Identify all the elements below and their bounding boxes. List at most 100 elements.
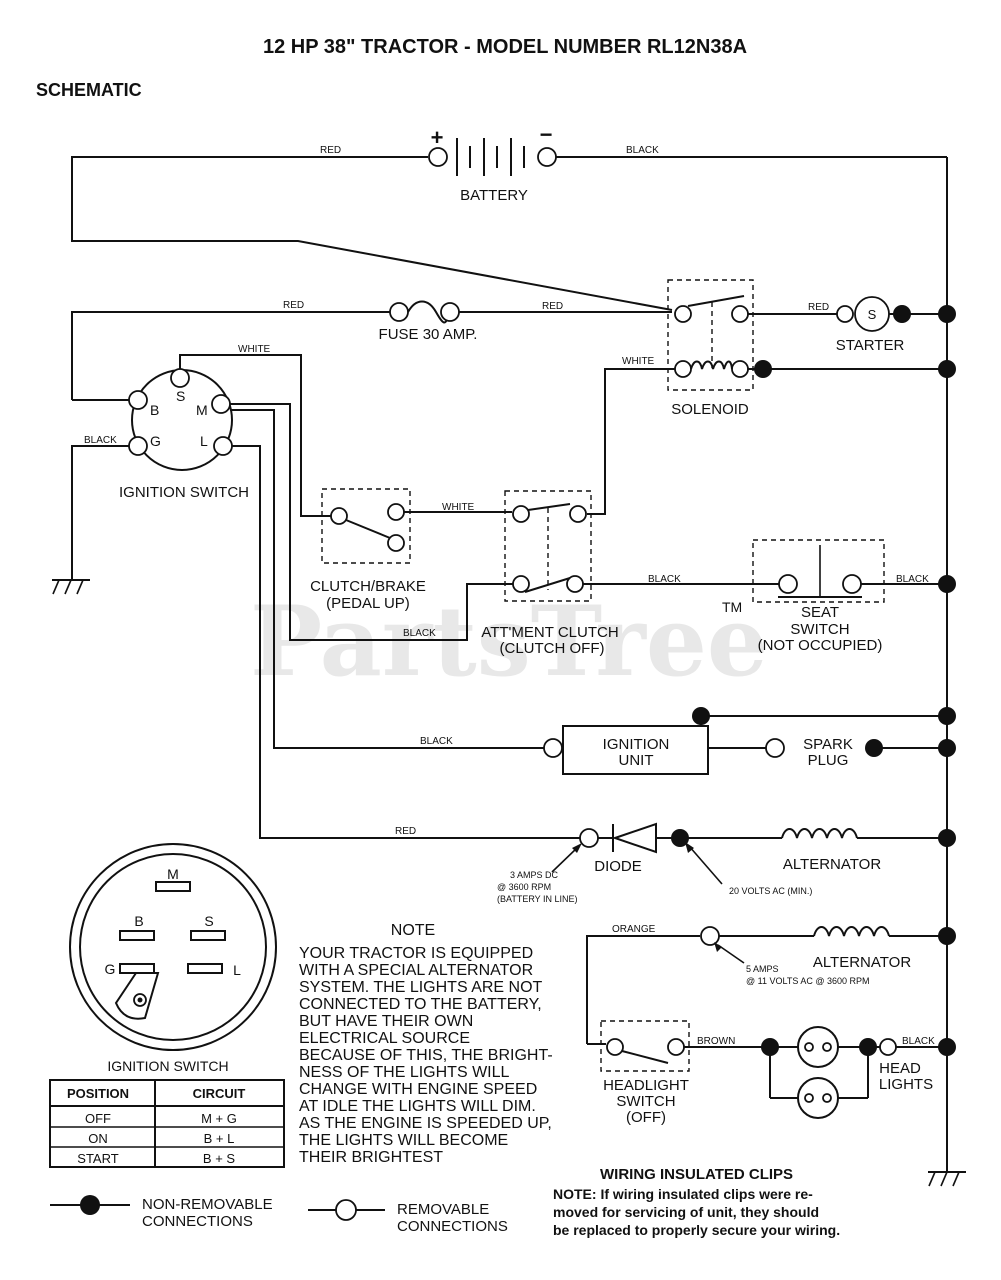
wire-label-white-solenoid: WHITE	[622, 356, 655, 367]
head-lights	[761, 1026, 877, 1119]
alternator-2-note-1: 5 AMPS	[746, 964, 779, 974]
legend-removable-2: CONNECTIONS	[397, 1218, 508, 1235]
seat-switch-label-3: (NOT OCCUPIED)	[758, 637, 883, 654]
note-heading: NOTE	[391, 922, 435, 939]
wire-label-black-battery: BLACK	[626, 145, 659, 156]
legend-removable-1: REMOVABLE	[397, 1201, 489, 1218]
alternator-1-note: 20 VOLTS AC (MIN.)	[729, 886, 812, 896]
note-line: THE LIGHTS WILL BECOME	[299, 1132, 508, 1149]
table-header-position: POSITION	[67, 1086, 129, 1101]
clutch-brake-label-1: CLUTCH/BRAKE	[310, 578, 426, 595]
table-cell: B + L	[204, 1131, 235, 1146]
battery-plus: +	[431, 125, 444, 150]
solenoid	[667, 279, 754, 391]
ignition-switch: S B M G L	[128, 368, 233, 471]
battery-positive-terminal	[428, 147, 448, 167]
legend: NON-REMOVABLE CONNECTIONS REMOVABLE CONN…	[50, 1195, 508, 1235]
seat-switch-label-1: SEAT	[801, 604, 839, 621]
table-cell: M + G	[201, 1111, 237, 1126]
note-line: AT IDLE THE LIGHTS WILL DIM.	[299, 1098, 536, 1115]
headlight-switch-label-2: SWITCH	[616, 1093, 675, 1110]
terminal-m: M	[196, 402, 208, 418]
note-line: CONNECTED TO THE BATTERY,	[299, 996, 542, 1013]
table-cell: OFF	[85, 1111, 111, 1126]
note-line: BUT HAVE THEIR OWN	[299, 1013, 473, 1030]
table-cell: B + S	[203, 1151, 235, 1166]
headlight-switch-label-3: (OFF)	[626, 1109, 666, 1126]
wire-label-white-ignition: WHITE	[238, 344, 271, 355]
spark-plug-label-1: SPARK	[803, 736, 853, 753]
fuse	[389, 300, 460, 324]
schematic-subtitle: SCHEMATIC	[36, 80, 142, 100]
alternator-note: NOTE YOUR TRACTOR IS EQUIPPED WITH A SPE…	[299, 922, 553, 1166]
alternator-2-label: ALTERNATOR	[813, 954, 912, 971]
face-terminal-m: M	[167, 866, 179, 882]
ignition-unit-label-2: UNIT	[619, 752, 654, 769]
wire-label-black-ignition: BLACK	[84, 435, 117, 446]
diode-note-1: 3 AMPS DC	[510, 870, 559, 880]
note-line: THEIR BRIGHTEST	[299, 1149, 443, 1166]
wiring-clips-line: be replaced to properly secure your wiri…	[553, 1222, 840, 1238]
wire-label-black-clutch: BLACK	[403, 628, 436, 639]
face-terminal-s: S	[204, 913, 213, 929]
note-line: BECAUSE OF THIS, THE BRIGHT-	[299, 1047, 553, 1064]
face-terminal-l: L	[233, 962, 241, 978]
ignition-switch-label: IGNITION SWITCH	[119, 484, 249, 501]
wiring-clips-line: NOTE: If wiring insulated clips were re-	[553, 1186, 813, 1202]
terminal-b: B	[150, 402, 159, 418]
battery-negative-terminal	[537, 147, 557, 167]
switch-face-caption: IGNITION SWITCH	[107, 1058, 228, 1074]
diode-label: DIODE	[594, 858, 642, 875]
watermark: PartsTree	[250, 585, 768, 698]
ignition-unit-label-1: IGNITION	[603, 736, 670, 753]
diode-note-3: (BATTERY IN LINE)	[497, 894, 578, 904]
table-cell: START	[77, 1151, 118, 1166]
head-lights-label-2: LIGHTS	[879, 1076, 933, 1093]
wire-label-red-battery: RED	[320, 145, 341, 156]
table-cell: ON	[88, 1131, 108, 1146]
note-line: WITH A SPECIAL ALTERNATOR	[299, 962, 533, 979]
legend-removable-symbol	[335, 1199, 357, 1221]
spark-plug-label-2: PLUG	[808, 752, 849, 769]
seat-switch	[752, 539, 885, 603]
attachment-clutch-label-1: ATT'MENT CLUTCH	[481, 624, 618, 641]
terminal-l: L	[200, 433, 208, 449]
wire-label-black-headlights: BLACK	[902, 1036, 935, 1047]
alternator-2	[813, 926, 890, 937]
battery: + − BATTERY	[431, 122, 553, 204]
diode-note-2: @ 3600 RPM	[497, 882, 551, 892]
terminal-s: S	[176, 388, 185, 404]
wiring-clips-heading: WIRING INSULATED CLIPS	[600, 1166, 793, 1183]
legend-non-removable-symbol	[80, 1195, 100, 1215]
clutch-brake-switch	[321, 488, 411, 564]
note-line: YOUR TRACTOR IS EQUIPPED	[299, 945, 533, 962]
alternator-1-label: ALTERNATOR	[783, 856, 882, 873]
wiring-clips-line: moved for servicing of unit, they should	[553, 1204, 819, 1220]
alternator-1	[781, 828, 858, 839]
starter-label: STARTER	[836, 337, 905, 354]
note-line: AS THE ENGINE IS SPEEDED UP,	[299, 1115, 552, 1132]
note-line: NESS OF THE LIGHTS WILL	[299, 1064, 510, 1081]
wire-label-black-ignition-unit: BLACK	[420, 736, 453, 747]
fuse-label: FUSE 30 AMP.	[379, 326, 478, 343]
head-lights-label-1: HEAD	[879, 1060, 921, 1077]
wire-label-red-diode: RED	[395, 826, 416, 837]
wire-label-orange: ORANGE	[612, 924, 656, 935]
wiring-clips-note: WIRING INSULATED CLIPS NOTE: If wiring i…	[553, 1166, 840, 1238]
battery-label: BATTERY	[460, 187, 528, 204]
terminal-g: G	[150, 433, 161, 449]
ground-symbol-left	[52, 579, 90, 595]
spark-plug	[865, 739, 883, 757]
ignition-switch-face: M B S G L	[69, 843, 277, 1051]
wire-label-black-seat: BLACK	[648, 574, 681, 585]
wire-label-red-fuse-2: RED	[542, 301, 563, 312]
watermark-tm: TM	[722, 599, 742, 615]
table-header-circuit: CIRCUIT	[193, 1086, 246, 1101]
diode	[598, 822, 657, 854]
battery-minus: −	[540, 122, 553, 147]
alternator-2-note-2: @ 11 VOLTS AC @ 3600 RPM	[746, 976, 870, 986]
headlight-switch	[600, 1020, 690, 1072]
starter: S	[854, 296, 890, 332]
note-line: CHANGE WITH ENGINE SPEED	[299, 1081, 537, 1098]
note-line: SYSTEM. THE LIGHTS ARE NOT	[299, 979, 543, 996]
